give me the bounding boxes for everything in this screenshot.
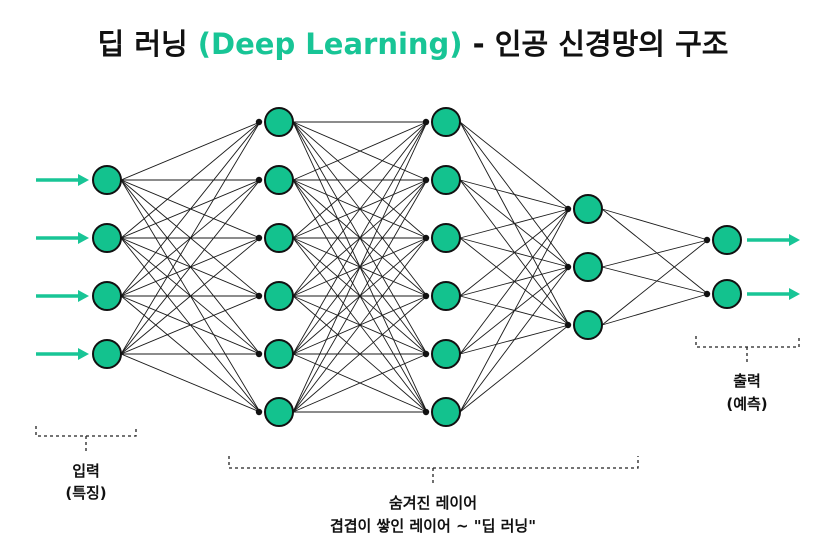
connection-dot — [255, 176, 263, 184]
connection-line — [292, 121, 428, 239]
connection-dot — [422, 118, 430, 126]
connection-line — [601, 208, 709, 295]
connection-dot — [255, 408, 263, 416]
title-highlight: (Deep Learning) — [198, 27, 463, 61]
connection-dot — [255, 292, 263, 300]
connection-dot — [703, 236, 711, 244]
connection-line — [120, 179, 261, 355]
hidden-3-node — [573, 194, 603, 224]
input-node — [92, 281, 122, 311]
connection-line — [601, 239, 709, 326]
connection-line — [120, 295, 261, 355]
connection-line — [120, 121, 261, 297]
connection-dot — [255, 350, 263, 358]
connection-line — [601, 239, 709, 268]
connection-line — [459, 208, 570, 239]
connection-dot — [422, 176, 430, 184]
output-bracket — [695, 336, 800, 362]
title-prefix: 딥 러닝 — [98, 27, 198, 61]
page-title: 딥 러닝 (Deep Learning) - 인공 신경망의 구조 — [98, 27, 729, 61]
hidden-1-node — [264, 165, 294, 195]
connection-line — [459, 179, 570, 210]
connection-line — [601, 293, 709, 326]
connection-line — [120, 353, 261, 413]
input-node — [92, 223, 122, 253]
connection-line — [292, 121, 428, 413]
arrow-right-icon — [36, 232, 89, 244]
connection-dot — [422, 292, 430, 300]
input-sublabel: (특징) — [65, 484, 106, 502]
connection-line — [459, 121, 570, 210]
io-arrows — [36, 174, 800, 360]
connection-dot — [255, 234, 263, 242]
connection-line — [292, 121, 428, 355]
arrow-right-icon — [36, 348, 89, 360]
hidden-3-node — [573, 310, 603, 340]
connection-line — [601, 266, 709, 295]
connection-points — [255, 118, 711, 416]
arrow-right-icon — [747, 288, 800, 300]
output-node — [712, 225, 742, 255]
output-node — [712, 279, 742, 309]
connection-dot — [422, 350, 430, 358]
hidden-label: 숨겨진 레이어 — [389, 494, 477, 512]
hidden-2-node — [431, 107, 461, 137]
connection-line — [292, 295, 428, 413]
connection-line — [459, 266, 570, 413]
connection-line — [459, 208, 570, 297]
connection-line — [292, 179, 428, 413]
arrow-right-icon — [747, 234, 800, 246]
connection-line — [120, 121, 261, 239]
connection-line — [120, 121, 261, 355]
connection-dot — [564, 205, 572, 213]
hidden-3-node — [573, 252, 603, 282]
connection-line — [292, 237, 428, 413]
connection-line — [459, 208, 570, 355]
input-node — [92, 165, 122, 195]
hidden-2-node — [431, 281, 461, 311]
connection-line — [459, 208, 570, 413]
hidden-1-node — [264, 281, 294, 311]
connection-dot — [255, 118, 263, 126]
connection-line — [292, 353, 428, 413]
connection-dot — [564, 321, 572, 329]
hidden-1-node — [264, 223, 294, 253]
output-label: 출력 — [733, 372, 761, 390]
connection-dot — [703, 290, 711, 298]
input-bracket — [35, 426, 137, 452]
connections — [120, 121, 709, 413]
neurons — [92, 107, 742, 427]
connection-dot — [422, 408, 430, 416]
hidden-1-node — [264, 397, 294, 427]
connection-line — [459, 324, 570, 413]
connection-line — [120, 237, 261, 355]
connection-line — [292, 121, 428, 181]
hidden-1-node — [264, 339, 294, 369]
connection-dot — [422, 234, 430, 242]
hidden-2-node — [431, 223, 461, 253]
hidden-2-node — [431, 339, 461, 369]
title-suffix: - 인공 신경망의 구조 — [463, 27, 729, 61]
hidden-2-node — [431, 165, 461, 195]
connection-line — [601, 208, 709, 241]
connection-line — [292, 121, 428, 297]
input-node — [92, 339, 122, 369]
hidden-1-node — [264, 107, 294, 137]
hidden-bracket — [228, 456, 639, 484]
hidden-sublabel: 겹겹이 쌓인 레이어 ~ "딥 러닝" — [330, 517, 536, 535]
input-label: 입력 — [72, 462, 100, 480]
output-sublabel: (예측) — [726, 395, 767, 413]
connection-dot — [564, 263, 572, 271]
connection-line — [120, 121, 261, 181]
arrow-right-icon — [36, 174, 89, 186]
hidden-2-node — [431, 397, 461, 427]
arrow-right-icon — [36, 290, 89, 302]
